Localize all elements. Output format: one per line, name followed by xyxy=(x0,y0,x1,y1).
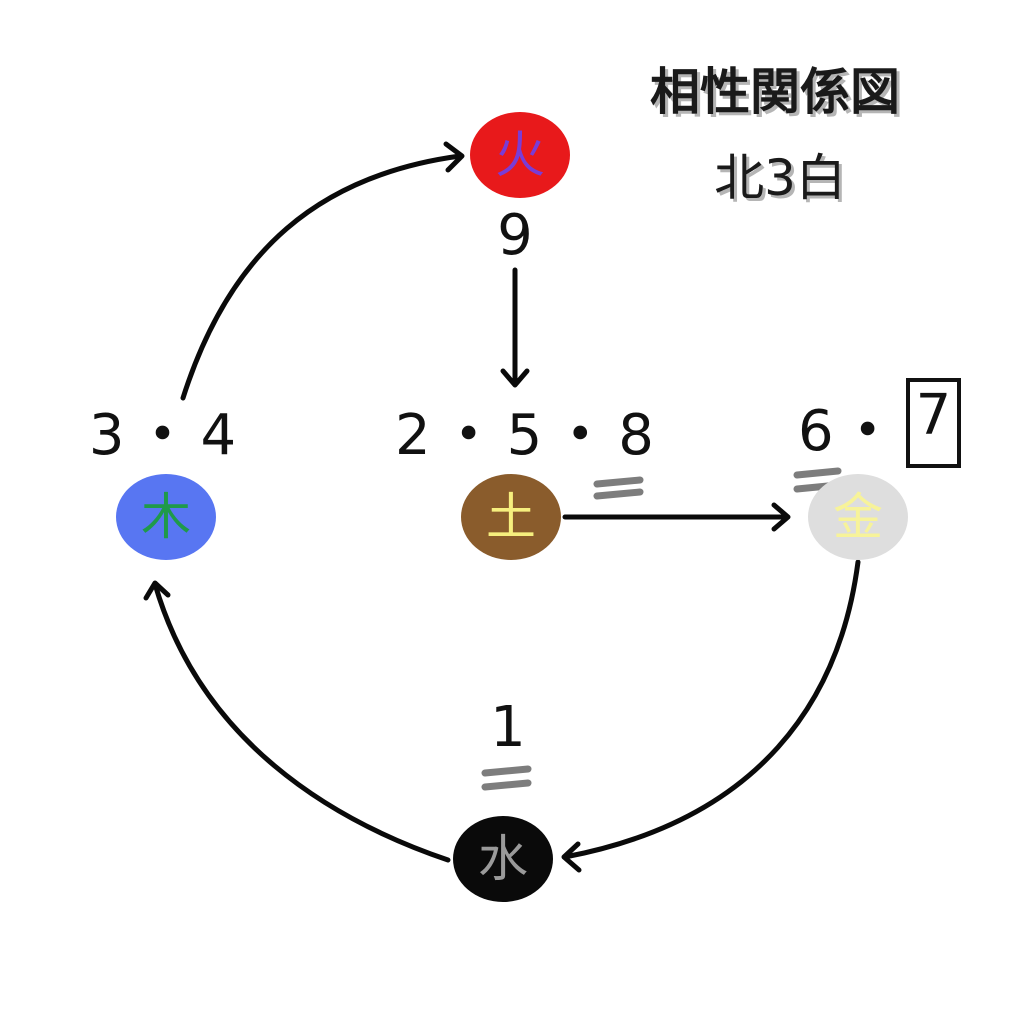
arrowhead-earth-to-metal xyxy=(771,502,791,532)
wood-char: 木 xyxy=(141,488,191,546)
earth-node: 土 xyxy=(461,474,561,560)
water-node: 水 xyxy=(453,816,553,902)
metal-separator: ・ xyxy=(839,399,896,464)
earth-char: 土 xyxy=(486,488,536,546)
wood-number-2: 4 xyxy=(200,403,237,468)
arrowhead-fire-to-earth xyxy=(500,368,530,388)
arrowhead-wood-to-fire xyxy=(443,141,465,173)
arrowhead-metal-to-water xyxy=(561,841,582,873)
wood-separator: ・ xyxy=(134,403,191,468)
metal-number-2-boxed: 7 xyxy=(905,378,962,468)
metal-node: 金 xyxy=(808,474,908,560)
fire-node: 火 xyxy=(470,112,570,198)
fire-number: 9 xyxy=(497,203,533,268)
metal-numbers: 6・7 xyxy=(798,378,962,468)
equal-mark-water xyxy=(481,765,532,791)
equal-mark-earth xyxy=(593,476,644,500)
metal-char: 金 xyxy=(833,488,883,546)
earth-number-3: 8 xyxy=(618,403,654,468)
fire-char: 火 xyxy=(495,126,545,184)
wood-node: 木 xyxy=(116,474,216,560)
water-number: 1 xyxy=(490,695,526,760)
arrow-metal-to-water xyxy=(562,559,861,860)
earth-numbers: 2・5・8 xyxy=(395,403,654,468)
wood-numbers: 3・4 xyxy=(80,408,245,464)
arrow-water-to-wood xyxy=(152,581,451,863)
water-char: 水 xyxy=(478,830,528,888)
metal-number-1: 6 xyxy=(798,399,834,464)
diagram-subtitle: 北3白 xyxy=(714,149,846,207)
diagram-title: 相性関係図 xyxy=(650,63,900,121)
earth-number-2: 5 xyxy=(506,403,543,468)
wood-number-1: 3 xyxy=(88,403,125,468)
earth-separator-2: ・ xyxy=(552,403,609,468)
arrowhead-water-to-wood xyxy=(143,580,171,601)
earth-number-1: 2 xyxy=(395,403,431,468)
earth-separator-1: ・ xyxy=(440,403,497,468)
arrow-wood-to-fire xyxy=(180,153,463,401)
